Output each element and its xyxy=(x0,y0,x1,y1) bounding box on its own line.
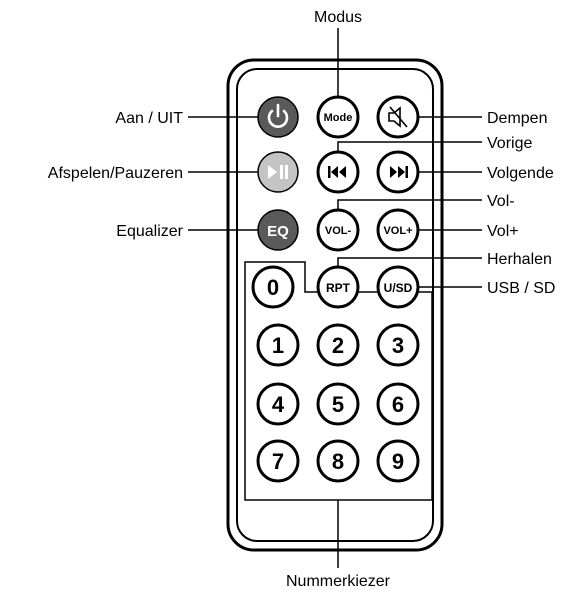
rpt-button-label: RPT xyxy=(326,281,351,295)
mute-icon xyxy=(388,106,408,128)
usd-button[interactable]: U/SD xyxy=(376,265,420,309)
mode-button[interactable]: Mode xyxy=(316,95,360,139)
play-pause-button[interactable] xyxy=(257,151,299,193)
remote-body-inner xyxy=(236,68,434,542)
digit-5-button[interactable]: 5 xyxy=(316,382,360,426)
digit-9-button[interactable]: 9 xyxy=(376,439,420,483)
callout-equalizer: Equalizer xyxy=(116,223,183,240)
callout-herhalen: Herhalen xyxy=(487,251,552,268)
vol-minus-button[interactable]: VOL- xyxy=(316,208,360,252)
next-icon xyxy=(390,166,408,178)
callout-vol-plus: Vol+ xyxy=(487,223,519,240)
callout-volgende: Volgende xyxy=(487,165,554,182)
digit-3-button[interactable]: 3 xyxy=(376,323,420,367)
leader-vol-min xyxy=(337,199,482,210)
previous-icon xyxy=(328,166,346,178)
digit-6-label: 6 xyxy=(392,392,404,417)
callout-vol-min: Vol- xyxy=(487,193,515,210)
vol-plus-button-label: VOL+ xyxy=(383,225,412,237)
digit-3-label: 3 xyxy=(392,333,404,358)
digit-1-button[interactable]: 1 xyxy=(256,323,300,367)
callout-usb-sd: USB / SD xyxy=(487,280,555,297)
vol-plus-button[interactable]: VOL+ xyxy=(376,208,420,252)
digit-2-label: 2 xyxy=(332,333,344,358)
digit-0-button[interactable]: 0 xyxy=(251,265,295,309)
digit-6-button[interactable]: 6 xyxy=(376,382,420,426)
leader-herhalen xyxy=(337,257,482,268)
digit-2-button[interactable]: 2 xyxy=(316,323,360,367)
power-icon xyxy=(267,103,289,128)
digit-7-button[interactable]: 7 xyxy=(256,439,300,483)
digit-5-label: 5 xyxy=(332,392,344,417)
digit-9-label: 9 xyxy=(392,449,404,474)
digit-4-button[interactable]: 4 xyxy=(256,382,300,426)
rpt-button[interactable]: RPT xyxy=(316,265,360,309)
previous-button[interactable] xyxy=(316,150,360,194)
number-pad-outline xyxy=(244,261,433,501)
eq-button[interactable]: EQ xyxy=(257,209,299,251)
callout-nummerkiezer: Nummerkiezer xyxy=(286,573,391,590)
callout-dempen: Dempen xyxy=(487,110,547,127)
vol-minus-button-label: VOL- xyxy=(325,225,352,237)
play-pause-icon xyxy=(268,165,288,179)
callout-afspelen: Afspelen/Pauzeren xyxy=(48,165,183,182)
digit-4-label: 4 xyxy=(272,392,285,417)
digit-7-label: 7 xyxy=(272,449,284,474)
digit-0-label: 0 xyxy=(267,275,279,300)
digit-8-label: 8 xyxy=(332,449,344,474)
usd-button-label: U/SD xyxy=(384,281,413,295)
leader-lines xyxy=(188,28,482,568)
next-button[interactable] xyxy=(376,150,420,194)
callout-vorige: Vorige xyxy=(487,135,532,152)
leader-vorige xyxy=(337,141,482,152)
mute-button[interactable] xyxy=(376,95,420,139)
digit-1-label: 1 xyxy=(272,333,284,358)
digit-8-button[interactable]: 8 xyxy=(316,439,360,483)
callout-modus: Modus xyxy=(314,9,362,26)
eq-button-label: EQ xyxy=(267,223,289,240)
mode-button-label: Mode xyxy=(324,112,353,124)
callout-aan-uit: Aan / UIT xyxy=(115,110,183,127)
power-button[interactable] xyxy=(257,96,299,138)
